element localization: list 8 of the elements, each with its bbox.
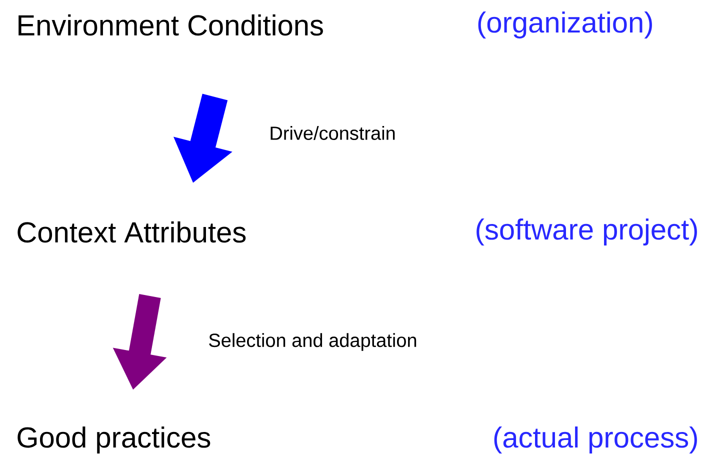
- edge-label: Drive/constrain: [270, 126, 395, 140]
- node-text: Good practices: [18, 426, 210, 454]
- node-text: Environment Conditions: [18, 14, 323, 36]
- scope-text: (organization): [478, 11, 652, 39]
- node-text: Context Attributes: [18, 221, 246, 243]
- scope-text: (software project): [476, 218, 697, 246]
- edge-label: Selection and adaptation: [209, 333, 416, 351]
- scope-text: (actual process): [494, 426, 697, 454]
